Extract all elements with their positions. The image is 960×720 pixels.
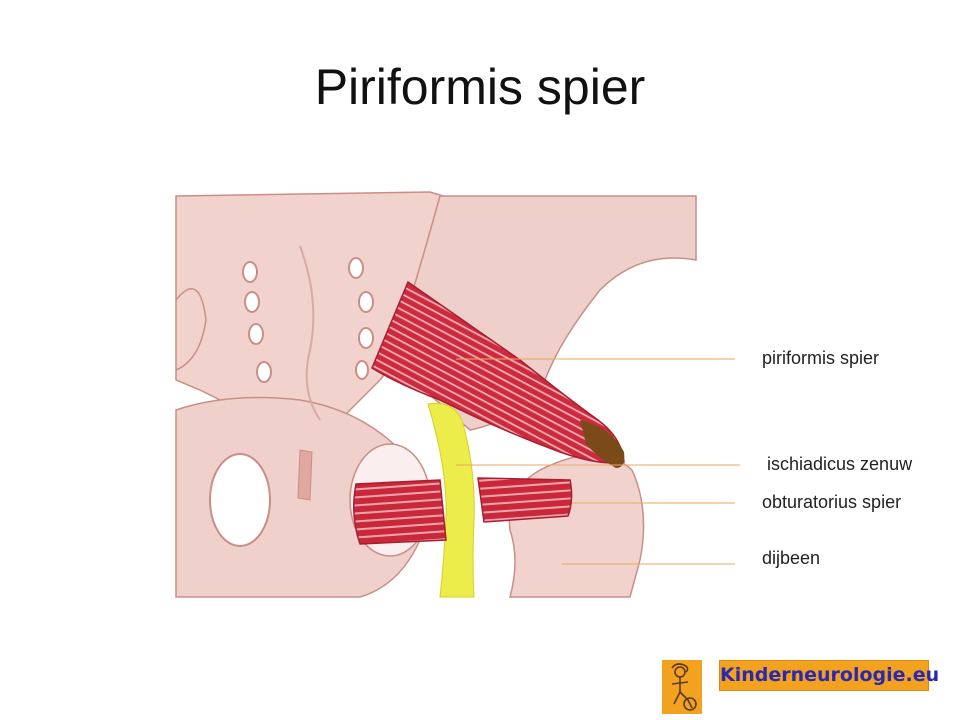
label-dijbeen: dijbeen bbox=[762, 548, 821, 568]
logo-text[interactable]: Kinderneurologie.eu bbox=[719, 660, 939, 691]
slide-title: Piriformis spier bbox=[314, 59, 646, 115]
child-drawing-icon bbox=[662, 660, 702, 714]
label-ischiadicus: ischiadicus zenuw bbox=[767, 454, 913, 474]
obturator-muscle bbox=[353, 479, 447, 545]
label-obturatorius: obturatorius spier bbox=[762, 492, 902, 512]
piriformis-muscle bbox=[371, 280, 625, 464]
sciatic-nerve bbox=[427, 402, 475, 598]
femur-bone bbox=[508, 454, 645, 598]
obturator-muscle-right bbox=[477, 477, 573, 523]
piriformis-tendon bbox=[580, 420, 625, 468]
label-piriformis: piriformis spier bbox=[762, 348, 880, 368]
